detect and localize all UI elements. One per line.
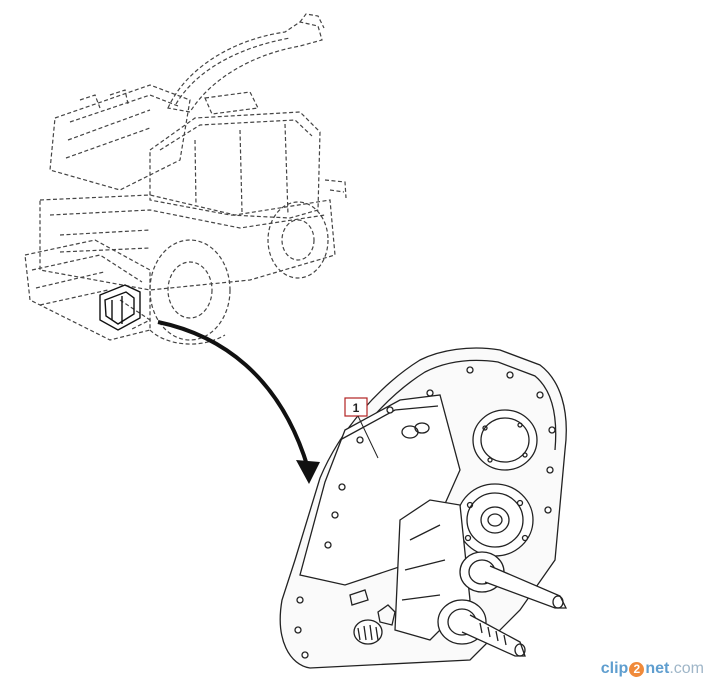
header xyxy=(24,239,151,341)
housing-bolts xyxy=(294,366,556,659)
upper-shaft xyxy=(484,565,568,609)
front-wheel xyxy=(149,239,231,341)
watermark-part1: clip xyxy=(600,660,629,677)
callout-box xyxy=(344,397,368,417)
hose-fitting xyxy=(377,604,396,626)
watermark-part3: net xyxy=(645,660,670,677)
rear-wheel xyxy=(267,201,329,279)
callout-label: 1 xyxy=(353,401,360,415)
pointer-arrow xyxy=(157,320,320,484)
gearbox-detail xyxy=(279,347,568,669)
machine-overview xyxy=(24,13,347,345)
engine-body xyxy=(49,84,191,191)
main-frame xyxy=(39,194,336,291)
discharge-spout xyxy=(167,21,323,113)
leader-line xyxy=(357,415,379,459)
input-spline xyxy=(353,619,383,645)
callout-1: 1 xyxy=(344,397,379,459)
output-flange xyxy=(456,483,534,557)
gearbox-location-highlight xyxy=(99,284,141,331)
cab xyxy=(149,111,321,219)
filler-port-2 xyxy=(414,422,430,434)
watermark-part4: .com xyxy=(669,660,704,677)
lower-shaft xyxy=(461,614,526,657)
upper-cover xyxy=(472,409,538,471)
watermark-part2: 2 xyxy=(629,662,645,677)
